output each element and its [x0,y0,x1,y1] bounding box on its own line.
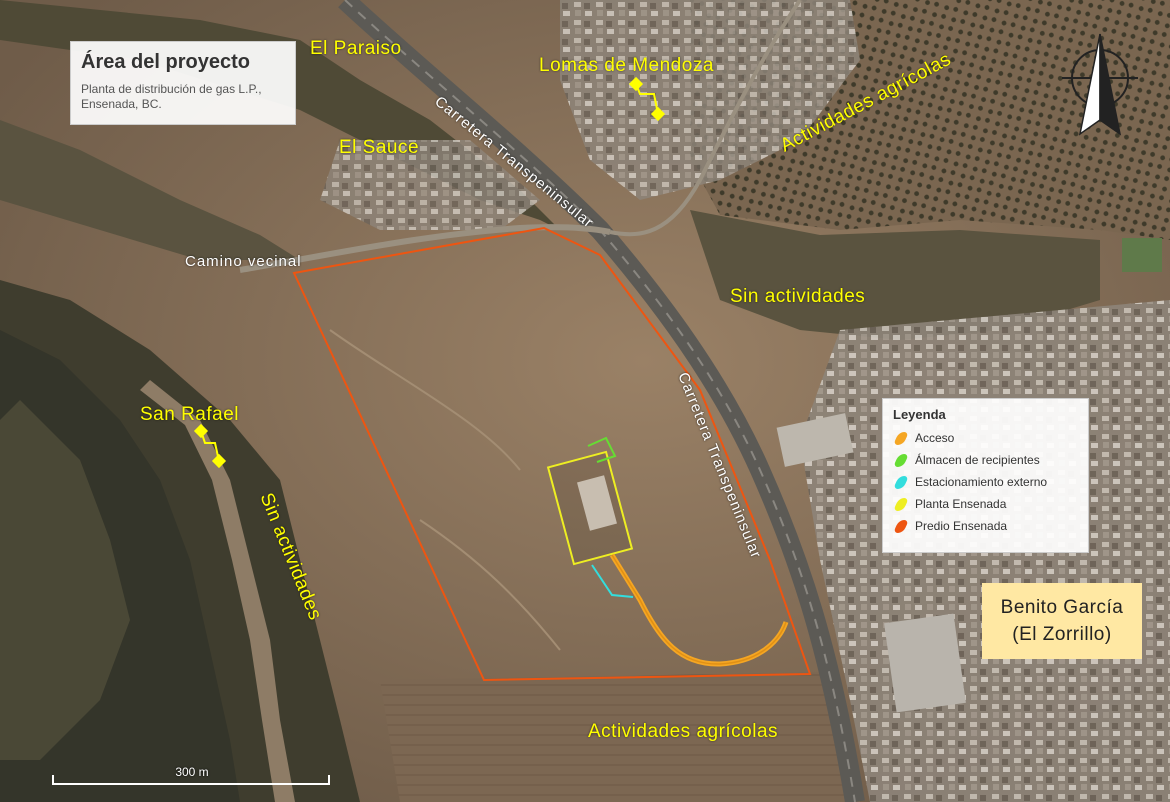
label-sin-actividades-east: Sin actividades [730,286,866,307]
legend-item: Estacionamiento externo [892,471,1078,493]
project-subtitle: Planta de distribución de gas L.P., Ense… [81,82,285,112]
zigzag-marker-icon [193,423,227,469]
plant-building [577,475,617,531]
legend-item: Álmacen de recipientes [892,449,1078,471]
scale-bar-line [52,775,330,785]
legend-swatch [892,497,910,511]
project-title: Área del proyecto [81,51,250,73]
legend-label: Predio Ensenada [915,519,1008,533]
zigzag-marker-icon [628,76,666,122]
legend: Leyenda Acceso Álmacen de recipientes Es… [882,398,1089,553]
label-el-sauce: El Sauce [339,137,420,158]
subtitle-line-1: Planta de distribución de gas L.P., [81,82,262,96]
legend-label: Planta Ensenada [915,497,1007,511]
north-arrow-icon [1062,33,1138,136]
scale-bar: 300 m [52,765,332,785]
benito-garcia-label-box: Benito García (El Zorrillo) [982,583,1142,659]
predio-ensenada-outline [292,226,812,682]
legend-item: Acceso [892,427,1078,449]
almacen-recipientes-outline [587,436,617,463]
acceso-route [609,553,789,667]
legend-title: Leyenda [893,407,946,422]
subtitle-line-2: Ensenada, BC. [81,97,162,111]
legend-swatch [892,475,910,489]
road-label-camino-vecinal: Camino vecinal [185,253,302,270]
legend-item: Planta Ensenada [892,493,1078,515]
legend-label: Álmacen de recipientes [915,453,1040,467]
label-lomas-de-mendoza: Lomas de Mendoza [539,55,714,76]
legend-swatch [892,431,910,445]
benito-line-2: (El Zorrillo) [1012,624,1112,645]
legend-item: Predio Ensenada [892,515,1078,537]
project-title-box: Área del proyecto Planta de distribución… [70,41,296,125]
label-el-paraiso: El Paraiso [310,38,402,59]
benito-line-1: Benito García [1000,597,1124,618]
scale-bar-label: 300 m [175,765,209,779]
legend-label: Estacionamiento externo [915,475,1048,489]
label-actividades-agricolas-south: Actividades agrícolas [588,721,779,742]
legend-swatch [892,519,910,533]
estacionamiento-externo-outline [591,564,634,598]
legend-swatch [892,453,910,467]
label-san-rafael: San Rafael [140,404,240,425]
legend-label: Acceso [915,431,955,445]
